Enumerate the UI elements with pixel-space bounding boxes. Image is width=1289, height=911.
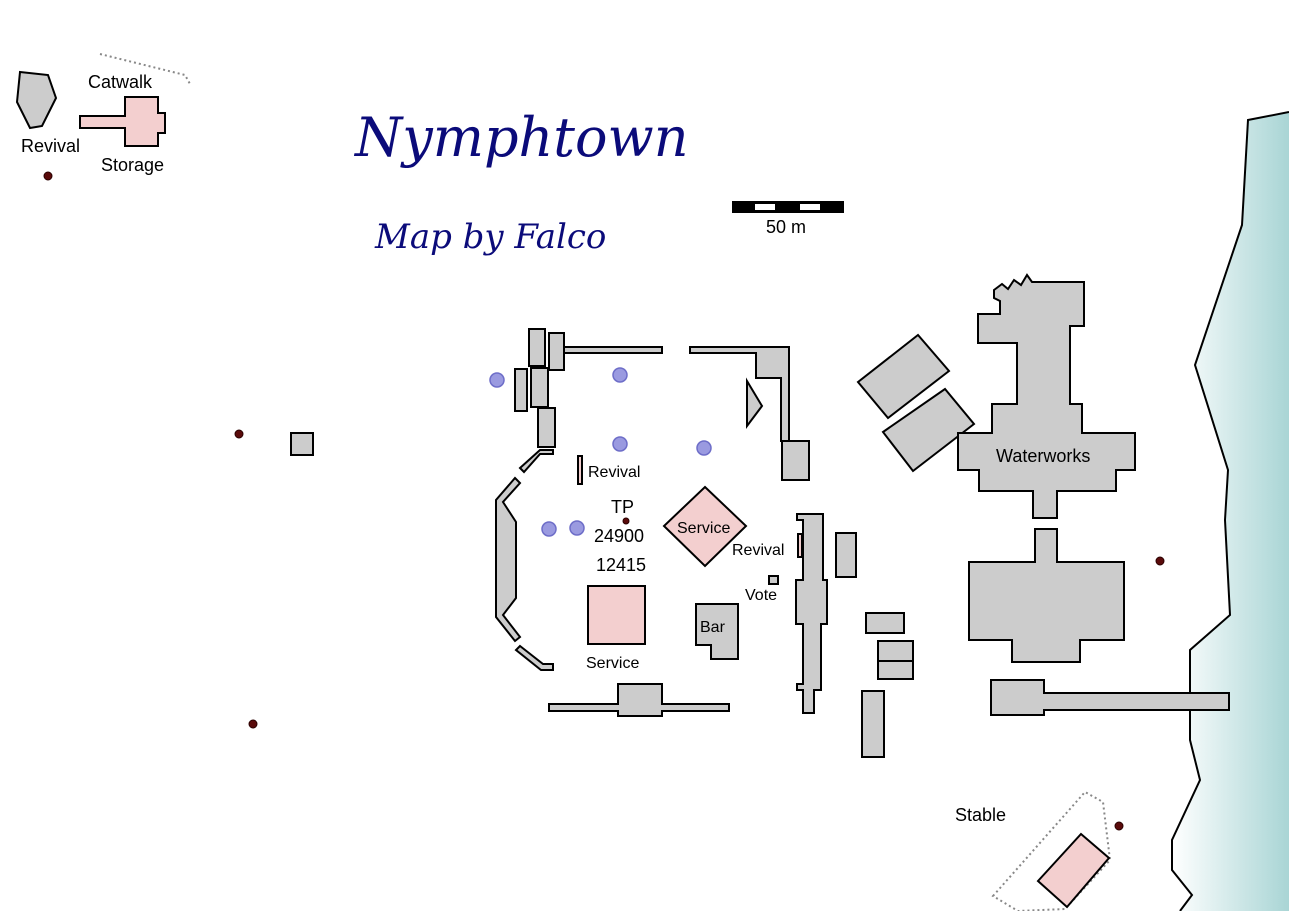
point-marker — [696, 440, 712, 456]
label-tp: TP — [611, 497, 634, 517]
wall-block — [537, 407, 556, 448]
label-revival-topleft: Revival — [21, 136, 80, 156]
label-waterworks: Waterworks — [996, 446, 1090, 466]
label-revival-right: Revival — [732, 542, 784, 559]
small-building — [290, 432, 314, 456]
wall-block — [528, 328, 546, 367]
point-marker — [569, 520, 585, 536]
point-marker — [612, 436, 628, 452]
pier — [990, 679, 1230, 716]
wall-block — [530, 367, 549, 408]
angled-building — [856, 333, 951, 420]
wall-top-left — [563, 346, 663, 354]
revival-point-center — [577, 455, 583, 485]
label-tp-x: 24900 — [594, 526, 644, 546]
marker-dot — [248, 719, 258, 729]
marker-dot — [234, 429, 244, 439]
triangle-marker — [746, 377, 764, 429]
point-marker — [489, 372, 505, 388]
point-marker — [541, 521, 557, 537]
wall-diagonal — [518, 449, 554, 474]
label-vote: Vote — [745, 587, 777, 604]
wall-west — [495, 476, 522, 643]
sea-area — [1172, 112, 1289, 911]
map-title: Nymphtown — [353, 106, 689, 169]
east-wall — [795, 513, 828, 714]
label-stable: Stable — [955, 805, 1006, 825]
service-square — [587, 585, 646, 645]
shoreline — [1171, 111, 1289, 911]
tp-marker-dot — [622, 517, 630, 525]
bar-building — [695, 603, 739, 660]
wall-block — [781, 440, 810, 481]
marker-dot — [1114, 821, 1124, 831]
scale-bar: 50 m — [732, 201, 844, 237]
marker-dot — [43, 171, 53, 181]
label-catwalk: Catwalk — [88, 72, 153, 92]
small-building — [835, 532, 857, 578]
label-bar: Bar — [700, 619, 726, 636]
label-revival-center: Revival — [588, 464, 640, 481]
label-service-square: Service — [586, 655, 639, 672]
stable-building — [1036, 832, 1111, 909]
waterworks-building — [957, 273, 1136, 519]
revival-point-right — [797, 533, 803, 558]
label-service-diamond: Service — [677, 520, 730, 537]
vote-box — [768, 575, 779, 585]
wall-top-right — [689, 346, 790, 442]
wall-diagonal — [514, 644, 554, 671]
scale-label: 50 m — [766, 217, 806, 237]
wall-south — [548, 683, 730, 717]
map-subtitle: Map by Falco — [374, 217, 606, 257]
small-building — [865, 612, 905, 634]
wall-block — [514, 368, 528, 412]
label-tp-y: 12415 — [596, 555, 646, 575]
point-marker — [612, 367, 628, 383]
service-diamond — [662, 485, 748, 568]
large-building — [968, 528, 1125, 663]
marker-dot — [1155, 556, 1165, 566]
angled-building — [881, 387, 976, 473]
small-building — [861, 690, 885, 758]
storage-building — [79, 96, 166, 147]
label-storage: Storage — [101, 155, 164, 175]
wall-block — [548, 332, 565, 371]
revival-rock — [15, 70, 58, 130]
